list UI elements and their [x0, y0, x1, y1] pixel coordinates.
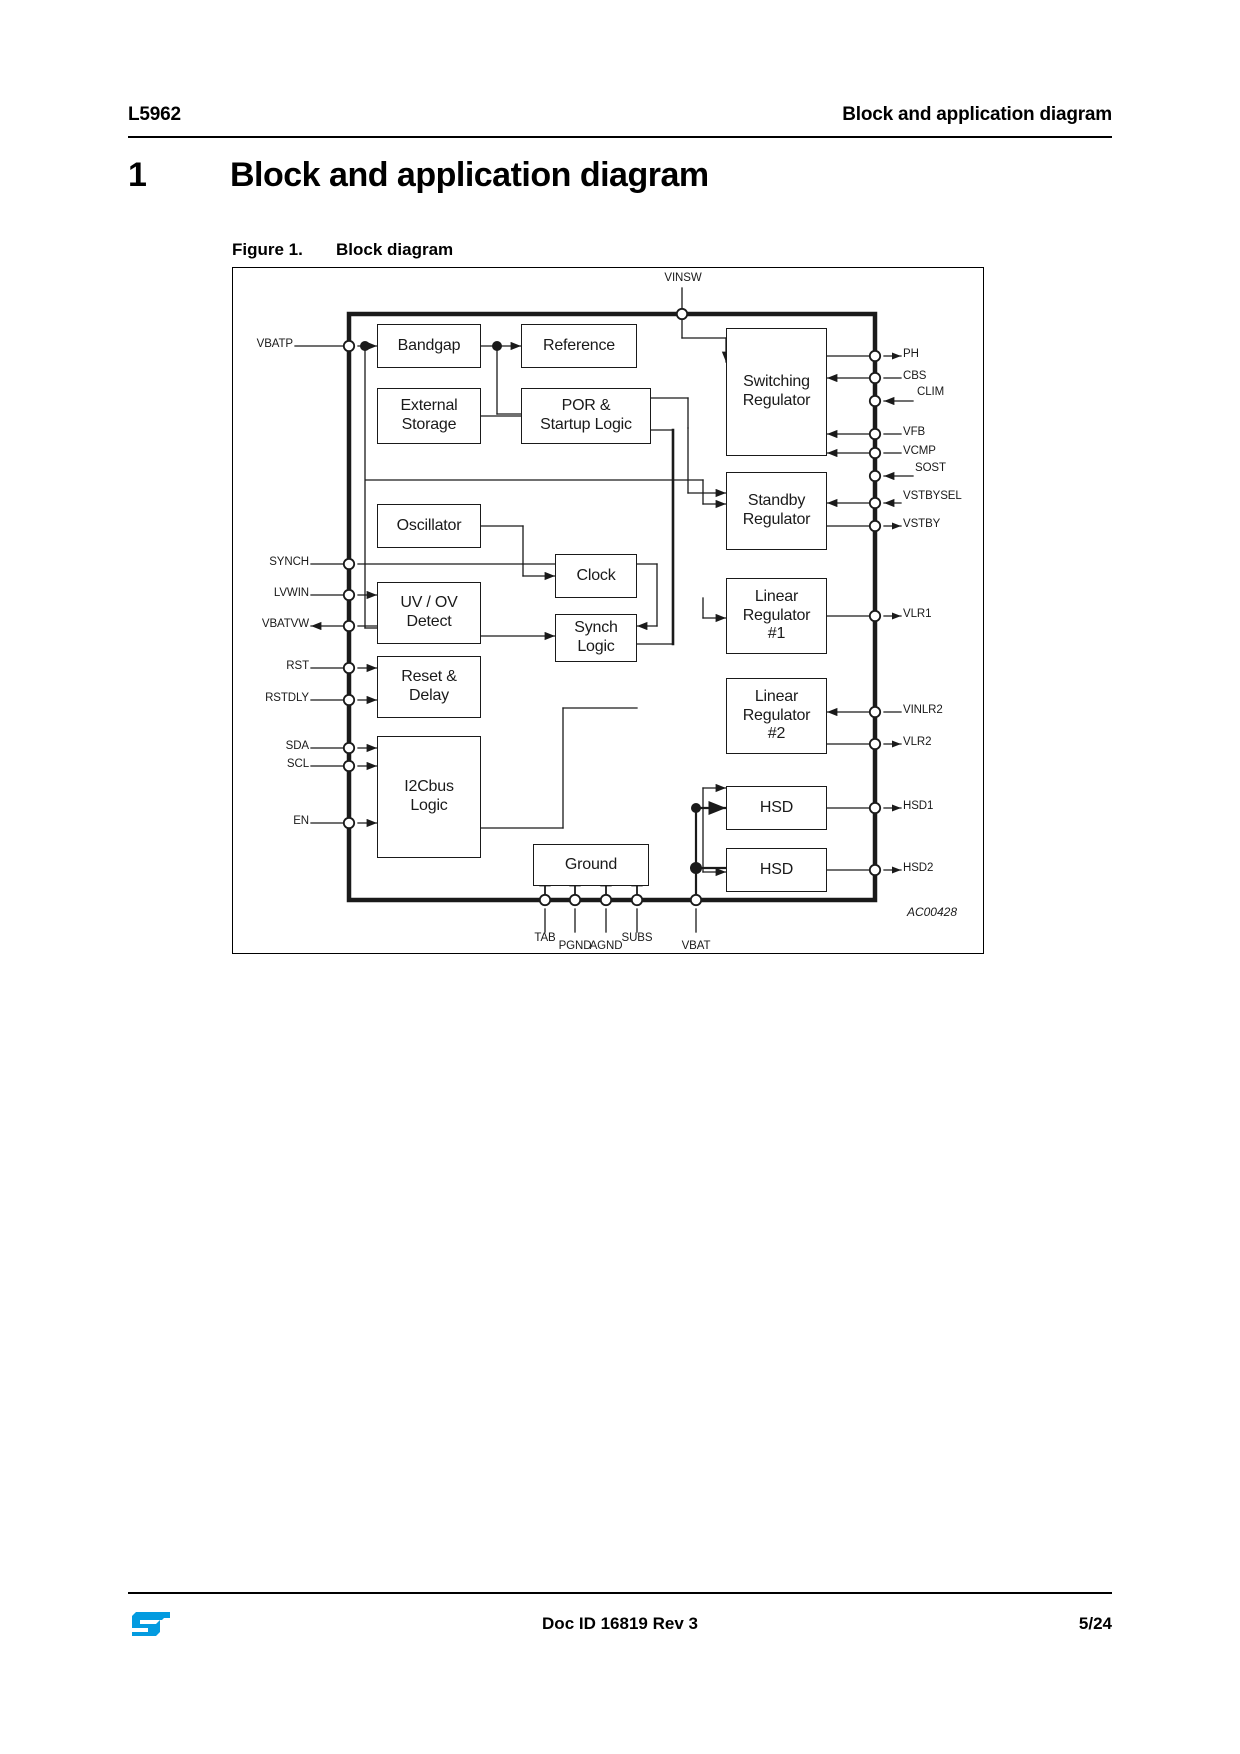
pin-label-vinsw: VINSW: [664, 272, 702, 284]
pin-label-cbs: CBS: [903, 370, 927, 382]
chapter-title: Block and application diagram: [230, 156, 709, 194]
block-i2cbus-logic: I2Cbus Logic: [377, 736, 481, 858]
pin-label-vlr2: VLR2: [903, 736, 932, 748]
header-section-name: Block and application diagram: [842, 104, 1112, 125]
block-label: Reset &: [401, 668, 457, 686]
chapter-heading: 1 Block and application diagram: [128, 156, 1112, 195]
block-label: Oscillator: [396, 516, 462, 534]
pin-label-hsd1: HSD1: [903, 800, 934, 812]
pin-label-agnd: AGND: [589, 940, 623, 952]
block-label: Startup Logic: [540, 416, 632, 433]
block-reset-delay: Reset & Delay: [377, 656, 481, 718]
block-label: I2Cbus: [404, 778, 454, 796]
block-label: Switching: [743, 373, 810, 391]
block-bandgap: Bandgap: [377, 324, 481, 368]
footer-doc-id: Doc ID 16819 Rev 3: [542, 1614, 698, 1633]
pin-label-scl: SCL: [286, 758, 309, 770]
block-linear-regulator-1: Linear Regulator #1: [726, 578, 827, 654]
block-label: External: [400, 397, 458, 415]
figure-label: Figure 1.: [232, 240, 303, 259]
block-diagram-figure: Bandgap Reference External Storage POR &…: [232, 267, 984, 954]
block-label: #1: [767, 625, 786, 643]
figure-reference-code: AC00428: [906, 905, 957, 919]
header-divider: [128, 136, 1112, 138]
pin-label-vbatp: VBATP: [256, 338, 293, 350]
block-label: Detect: [406, 613, 452, 630]
pin-label-vlr1: VLR1: [903, 608, 932, 620]
page-header: L5962 Block and application diagram: [128, 104, 1112, 126]
block-label: Regulator: [742, 392, 811, 409]
pin-terminals: [342, 307, 882, 907]
block-label: Standby: [747, 492, 806, 510]
block-ground: Ground: [533, 844, 649, 886]
pin-label-synch: SYNCH: [269, 556, 309, 568]
pin-label-vstbysel: VSTBYSEL: [903, 490, 962, 502]
block-diagram-canvas: Bandgap Reference External Storage POR &…: [233, 268, 985, 955]
block-linear-regulator-2: Linear Regulator #2: [726, 678, 827, 754]
pin-label-hsd2: HSD2: [903, 862, 934, 874]
block-label: Clock: [576, 566, 616, 584]
pin-label-vstby: VSTBY: [903, 518, 941, 530]
block-label: Regulator: [742, 706, 811, 724]
pin-label-clim: CLIM: [917, 386, 945, 398]
block-label: POR &: [561, 397, 611, 415]
pin-label-lvwin: LVWIN: [273, 587, 309, 599]
block-label: HSD: [759, 798, 794, 816]
pin-label-sda: SDA: [285, 740, 309, 752]
header-document-name: L5962: [128, 104, 181, 125]
block-label: Delay: [409, 687, 449, 704]
block-hsd-1: HSD: [726, 786, 827, 830]
block-label: Linear: [754, 587, 799, 605]
block-label: HSD: [759, 860, 794, 878]
chapter-number: 1: [128, 156, 147, 194]
pin-label-vbatvw: VBATVW: [261, 618, 309, 630]
pin-label-en: EN: [293, 815, 309, 827]
footer-divider: [128, 1592, 1112, 1594]
pin-label-vinlr2: VINLR2: [903, 704, 943, 716]
pin-label-ph: PH: [903, 348, 919, 360]
block-label: Logic: [410, 797, 448, 814]
block-label: Synch: [574, 619, 618, 637]
pin-label-vfb: VFB: [903, 426, 926, 438]
figure-caption: Figure 1. Block diagram: [232, 240, 453, 260]
pin-label-pgnd: PGND: [558, 940, 592, 952]
block-label: Linear: [754, 687, 799, 705]
block-label: Ground: [564, 855, 618, 873]
footer-page-number: 5/24: [1078, 1614, 1112, 1633]
pin-label-sost: SOST: [915, 462, 946, 474]
block-synch-logic: Synch Logic: [555, 614, 637, 662]
pin-label-vbat: VBAT: [681, 940, 711, 952]
block-label: Reference: [542, 336, 616, 354]
pin-label-rst: RST: [286, 660, 309, 672]
block-oscillator: Oscillator: [377, 504, 481, 548]
block-por-startup-logic: POR & Startup Logic: [521, 388, 651, 444]
block-standby-regulator: Standby Regulator: [726, 472, 827, 550]
block-label: #2: [767, 725, 786, 743]
block-label: UV / OV: [400, 594, 458, 612]
st-logo-icon: [132, 1612, 170, 1636]
wire-junction-dots: [360, 341, 702, 874]
pin-label-rstdly: RSTDLY: [265, 692, 309, 704]
pin-label-vcmp: VCMP: [903, 445, 936, 457]
pin-label-subs: SUBS: [621, 932, 653, 944]
block-label: Regulator: [742, 511, 811, 528]
block-uv-ov-detect: UV / OV Detect: [377, 582, 481, 644]
block-diagram-wiring: [294, 287, 914, 933]
block-switching-regulator: Switching Regulator: [726, 328, 827, 456]
block-label: Regulator: [742, 606, 811, 624]
block-label: Logic: [577, 638, 615, 655]
block-hsd-2: HSD: [726, 848, 827, 892]
pin-label-tab: TAB: [534, 932, 556, 944]
page-footer: Doc ID 16819 Rev 3 5/24: [128, 1600, 1112, 1648]
block-clock: Clock: [555, 554, 637, 598]
block-label: Bandgap: [397, 336, 461, 354]
block-reference: Reference: [521, 324, 637, 368]
figure-title: Block diagram: [336, 240, 454, 259]
block-external-storage: External Storage: [377, 388, 481, 444]
block-label: Storage: [401, 416, 457, 433]
